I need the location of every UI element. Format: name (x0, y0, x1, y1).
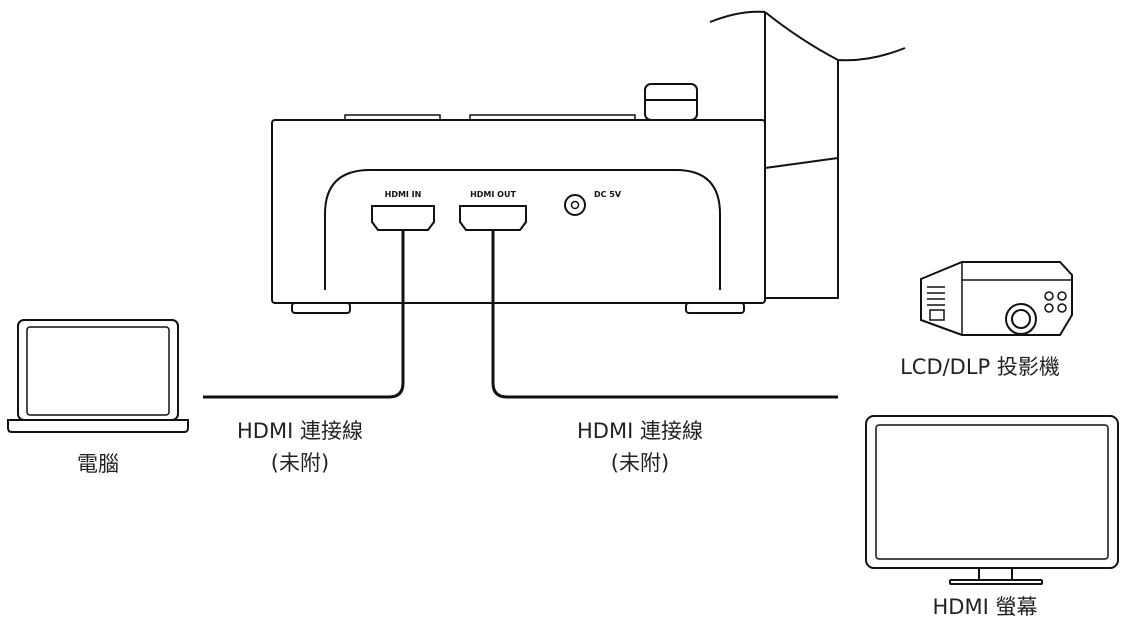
port-panel (324, 169, 721, 290)
port-hdmi-in: HDMI IN (371, 190, 435, 231)
cable-hdmi-out (491, 231, 838, 399)
port-label-hdmi-in: HDMI IN (385, 190, 422, 199)
port-label-dc: DC 5V (594, 190, 622, 199)
cable-label-right-2: (未附) (611, 451, 669, 475)
laptop-icon (7, 319, 189, 433)
monitor-icon (865, 415, 1119, 585)
device-body (271, 119, 766, 304)
projector-icon (920, 261, 1073, 336)
camera-arm (709, 10, 906, 299)
device-knob (644, 83, 698, 121)
device-label-projector: LCD/DLP 投影機 (900, 355, 1060, 379)
device-label-computer: 電腦 (77, 452, 119, 476)
device-label-monitor: HDMI 螢幕 (933, 595, 1038, 619)
device-foot (685, 302, 745, 314)
device-foot (291, 302, 351, 314)
port-hdmi-out: HDMI OUT (459, 190, 527, 231)
device-base (271, 83, 766, 314)
cable-label-right-1: HDMI 連接線 (577, 419, 703, 443)
port-label-hdmi-out: HDMI OUT (470, 190, 516, 199)
cable-hdmi-in (203, 231, 405, 399)
cable-label-left-2: (未附) (271, 451, 329, 475)
cable-label-left-1: HDMI 連接線 (237, 419, 363, 443)
port-dc: DC 5V (564, 190, 622, 216)
